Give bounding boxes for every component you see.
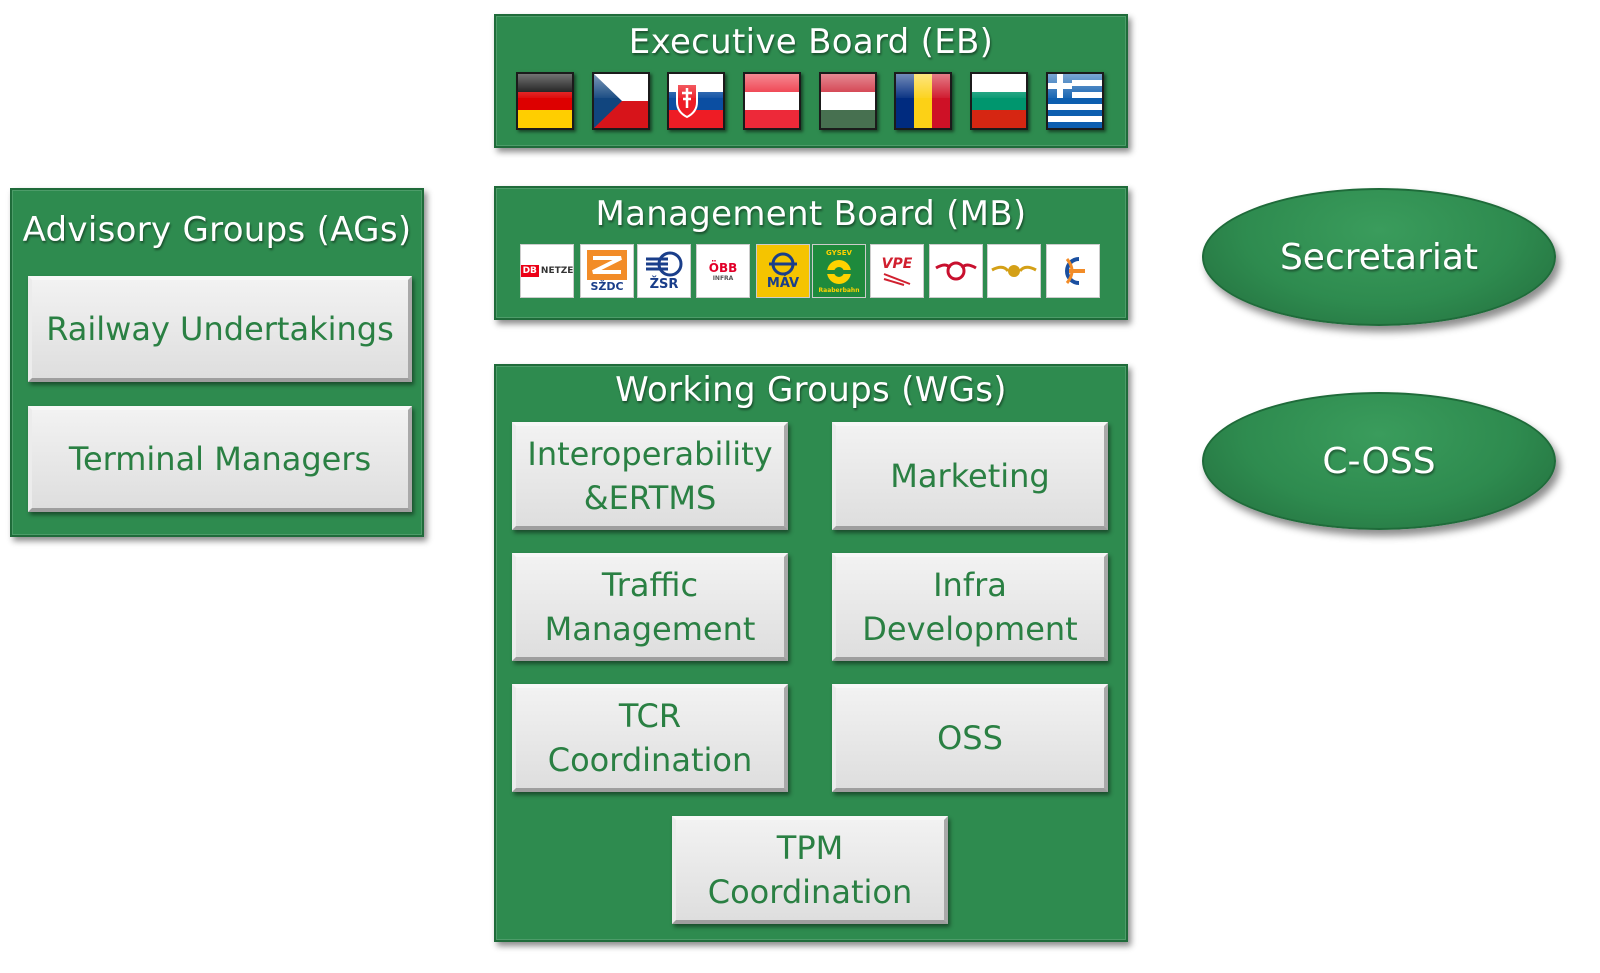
- wg-infra-development-label: Infra Development: [862, 566, 1078, 648]
- db-netze-logo: DB NETZE: [520, 244, 574, 298]
- winged-wheel-red-icon: [935, 261, 977, 281]
- czech-triangle: [594, 74, 622, 128]
- railway-undertakings-label: Railway Undertakings: [46, 310, 394, 348]
- management-board-title: Management Board (MB): [595, 194, 1027, 234]
- zsr-text: ŽSR: [649, 276, 679, 292]
- vpe-logo: VPE: [870, 244, 924, 298]
- gysev-logo: GYSEV Raaberbahn: [812, 244, 866, 298]
- obb-infra-logo: ÖBB INFRA: [696, 244, 750, 298]
- bulgaria-flag: [970, 72, 1028, 130]
- mav-mark-icon: [769, 252, 797, 275]
- wg-tpm-coordination-box: TPM Coordination: [672, 816, 948, 924]
- czech-flag: [592, 72, 650, 130]
- mav-logo: MÁV: [756, 244, 810, 298]
- working-groups-panel: Working Groups (WGs) Interoperability &E…: [494, 364, 1128, 942]
- wg-tcr-coordination-label: TCR Coordination: [547, 697, 753, 779]
- greece-flag: [1046, 72, 1104, 130]
- terminal-managers-label: Terminal Managers: [68, 440, 372, 478]
- wg-infra-development-box: Infra Development: [832, 553, 1108, 661]
- wg-marketing-box: Marketing: [832, 422, 1108, 530]
- wg-oss-box: OSS: [832, 684, 1108, 792]
- slovakia-flag: [667, 72, 725, 130]
- romania-railway-logo: [929, 244, 983, 298]
- wg-interoperability-box: Interoperability &ERTMS: [512, 422, 788, 530]
- obb-text: ÖBB: [708, 260, 738, 275]
- executive-board-panel: Executive Board (EB): [494, 14, 1128, 148]
- coss-ellipse: C-OSS: [1202, 392, 1556, 530]
- vpe-mark-icon: [883, 273, 911, 286]
- ose-logo: [1046, 244, 1100, 298]
- advisory-groups-panel: Advisory Groups (AGs) Railway Undertakin…: [10, 188, 424, 537]
- member-logos-row: DB NETZE SŽDC ŽSR ÖBB INFRA: [520, 244, 1110, 300]
- vpe-text: VPE: [881, 256, 913, 272]
- romania-flag: [894, 72, 952, 130]
- gysev-bottom-text: Raaberbahn: [818, 286, 860, 294]
- szdc-logo: SŽDC: [580, 244, 634, 298]
- hungary-flag: [819, 72, 877, 130]
- ose-mark-icon: [1065, 257, 1085, 285]
- zsr-logo: ŽSR: [637, 244, 691, 298]
- member-flags-row: [516, 72, 1106, 132]
- working-groups-title: Working Groups (WGs): [615, 370, 1007, 410]
- wg-traffic-management-box: Traffic Management: [512, 553, 788, 661]
- coss-label: C-OSS: [1322, 440, 1436, 482]
- railway-undertakings-box: Railway Undertakings: [28, 276, 412, 382]
- slovak-coat-of-arms-icon: [676, 83, 698, 119]
- szdc-text: SŽDC: [590, 279, 624, 293]
- gysev-top-text: GYSEV: [826, 248, 852, 257]
- db-netze-text: NETZE: [540, 266, 574, 276]
- winged-wheel-gold-icon: [991, 265, 1037, 277]
- wg-traffic-management-label: Traffic Management: [544, 566, 756, 648]
- austria-flag: [743, 72, 801, 130]
- wg-tcr-coordination-box: TCR Coordination: [512, 684, 788, 792]
- gysev-mark-icon: [827, 259, 851, 284]
- greek-canton-cross: [1048, 74, 1072, 98]
- germany-flag: [516, 72, 574, 130]
- bulgaria-railway-logo: [987, 244, 1041, 298]
- secretariat-ellipse: Secretariat: [1202, 188, 1556, 326]
- wg-tpm-coordination-label: TPM Coordination: [707, 829, 913, 911]
- szdc-mark-icon: [587, 249, 627, 280]
- wg-interoperability-label: Interoperability &ERTMS: [527, 435, 773, 517]
- executive-board-title: Executive Board (EB): [628, 22, 994, 62]
- db-logo-mark: DB: [521, 265, 539, 277]
- zsr-mark-icon: [646, 251, 683, 276]
- obb-infra-text: INFRA: [712, 274, 734, 282]
- secretariat-label: Secretariat: [1279, 236, 1479, 278]
- wg-oss-label: OSS: [937, 719, 1003, 757]
- terminal-managers-box: Terminal Managers: [28, 406, 412, 512]
- mav-text: MÁV: [766, 275, 800, 291]
- advisory-groups-title: Advisory Groups (AGs): [22, 210, 412, 250]
- wg-marketing-label: Marketing: [890, 457, 1050, 495]
- management-board-panel: Management Board (MB) DB NETZE SŽDC ŽSR …: [494, 186, 1128, 320]
